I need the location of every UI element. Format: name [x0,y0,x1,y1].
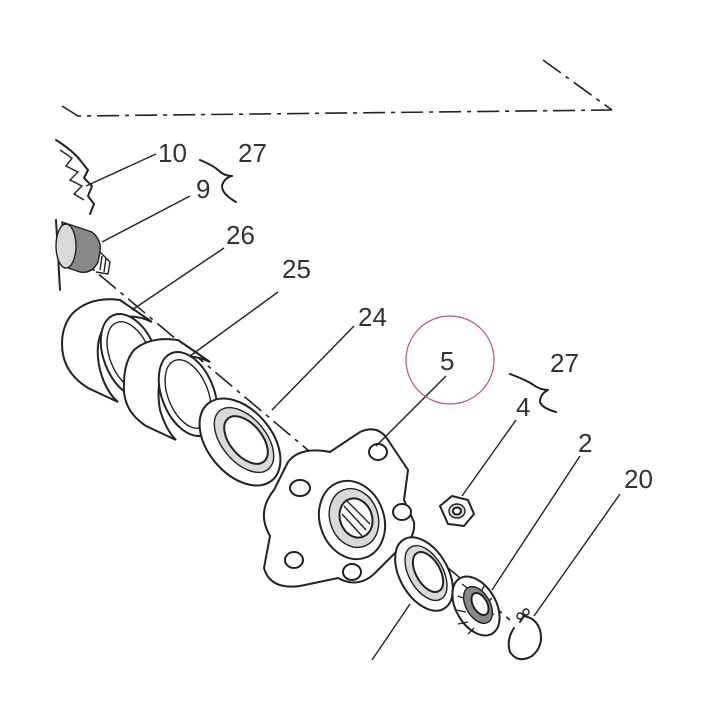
leader-lower-seal [371,603,411,661]
part-20-clip [507,608,542,661]
part-4-nut [438,494,476,528]
leader-10 [85,153,157,187]
label-10: 10 [158,138,187,168]
label-9: 9 [196,174,210,204]
label-24: 24 [358,302,387,332]
label-27-right: 27 [550,348,579,378]
label-4: 4 [516,392,530,422]
highlight-circle [405,315,495,405]
hub-flange [262,428,416,588]
leader-24 [271,325,355,411]
frame-lines [61,59,613,117]
part-9-wheel-stud [55,221,111,275]
leader-25 [189,291,279,357]
label-26: 26 [226,220,255,250]
label-25: 25 [282,254,311,284]
part-labels: 10 9 27 26 25 24 5 27 4 2 20 [158,138,653,494]
assembly-centerline [69,249,511,621]
leader-9 [101,195,191,243]
frame-line-diagonal [542,59,613,111]
part-2-castle-nut [451,575,501,637]
label-5: 5 [440,346,454,376]
part-24-seal [198,397,282,487]
part-seal-lower [394,536,454,612]
leader-2 [491,455,581,591]
label-2: 2 [578,428,592,458]
label-20: 20 [624,464,653,494]
leader-4 [461,419,517,497]
frame-line-top [61,105,613,117]
leader-5 [375,375,447,447]
leader-20 [533,493,621,617]
leader-26 [131,247,225,311]
brace-27-top [199,159,237,203]
brace-27-right [509,373,557,413]
label-27-top: 27 [238,138,267,168]
leader-lines [85,153,621,661]
